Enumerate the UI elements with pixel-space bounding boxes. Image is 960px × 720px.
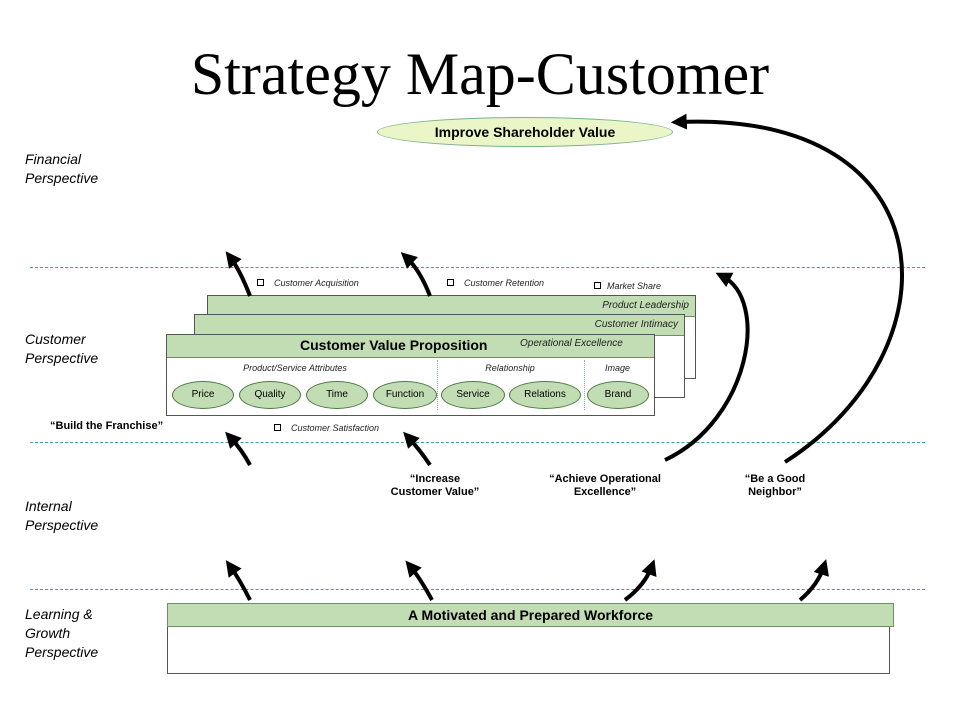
customer-perspective-line: Customer bbox=[25, 331, 86, 347]
measure-label: Customer Retention bbox=[464, 278, 545, 288]
attribute-relations: Relations bbox=[509, 381, 581, 409]
attribute-quality: Quality bbox=[239, 381, 301, 409]
arrow-learning-to-internal-4 bbox=[798, 559, 829, 602]
internal-perspective-line: Internal bbox=[25, 498, 72, 514]
arrow-learning-to-internal-3 bbox=[623, 559, 657, 602]
financial-perspective-line: Perspective bbox=[25, 170, 99, 186]
arrow-internal-to-customer-2 bbox=[403, 431, 432, 467]
group-divider bbox=[584, 360, 585, 410]
theme-line: “Increase bbox=[409, 473, 461, 485]
arrow-learning-to-internal-1 bbox=[225, 560, 252, 601]
product-service-attributes-heading: Product/Service Attributes bbox=[243, 363, 347, 373]
measure-customer-retention: Customer Retention bbox=[447, 278, 544, 288]
group-divider bbox=[437, 360, 438, 410]
attribute-function: Function bbox=[373, 381, 437, 409]
theme-line: Neighbor” bbox=[748, 486, 802, 498]
cvp-header bbox=[167, 335, 654, 358]
checkbox-icon bbox=[274, 424, 281, 432]
perspective-divider bbox=[30, 267, 925, 268]
measure-customer-satisfaction: Customer Satisfaction bbox=[274, 423, 379, 433]
relationship-heading: Relationship bbox=[485, 363, 535, 373]
theme-build-franchise: “Build the Franchise” bbox=[50, 420, 164, 432]
checkbox-icon bbox=[594, 282, 601, 290]
financial-perspective-line: Financial bbox=[25, 151, 82, 167]
learning-perspective-line: Growth bbox=[25, 625, 71, 641]
arrow-operational-excellence-to-customer bbox=[664, 272, 750, 462]
measure-label: Market Share bbox=[607, 281, 662, 291]
theme-line: “Be a Good bbox=[744, 473, 806, 485]
perspective-divider bbox=[30, 442, 925, 443]
page-title: Strategy Map-Customer bbox=[190, 41, 770, 107]
theme-increase-customer-value: “Increase Customer Value” bbox=[370, 473, 500, 499]
learning-perspective-label: Learning & Growth Perspective bbox=[25, 605, 155, 662]
financial-goal-oval: Improve Shareholder Value bbox=[377, 117, 673, 147]
arrow-good-neighbor-to-shareholder-value bbox=[670, 113, 904, 464]
attribute-time: Time bbox=[306, 381, 368, 409]
cvp-title: Customer Value Proposition bbox=[300, 337, 488, 353]
attribute-brand: Brand bbox=[587, 381, 649, 409]
theme-line: Customer Value” bbox=[390, 486, 480, 498]
learning-perspective-line: Perspective bbox=[25, 644, 99, 660]
customer-perspective-line: Perspective bbox=[25, 350, 99, 366]
measure-label: Customer Acquisition bbox=[274, 278, 359, 288]
arrow-internal-to-customer-1 bbox=[225, 431, 252, 466]
checkbox-icon bbox=[447, 279, 454, 287]
attribute-price: Price bbox=[172, 381, 234, 409]
internal-perspective-line: Perspective bbox=[25, 517, 99, 533]
checkbox-icon bbox=[257, 279, 264, 287]
financial-perspective-label: Financial Perspective bbox=[25, 150, 155, 188]
internal-perspective-label: Internal Perspective bbox=[25, 497, 155, 535]
theme-line: Excellence” bbox=[573, 486, 637, 498]
measure-market-share: Market Share bbox=[594, 281, 661, 291]
measure-customer-acquisition: Customer Acquisition bbox=[257, 278, 359, 288]
workforce-header: A Motivated and Prepared Workforce bbox=[167, 603, 894, 627]
arrow-customer-to-financial-1 bbox=[225, 251, 252, 297]
image-heading: Image bbox=[604, 363, 630, 373]
attribute-service: Service bbox=[441, 381, 505, 409]
theme-line: “Achieve Operational bbox=[549, 473, 661, 485]
perspective-divider bbox=[30, 589, 925, 590]
arrow-customer-to-financial-2 bbox=[400, 252, 432, 297]
theme-operational-excellence: “Achieve Operational Excellence” bbox=[530, 473, 680, 499]
learning-perspective-line: Learning & bbox=[25, 606, 93, 622]
theme-good-neighbor: “Be a Good Neighbor” bbox=[720, 473, 830, 499]
arrow-learning-to-internal-2 bbox=[405, 560, 434, 601]
measure-label: Customer Satisfaction bbox=[291, 423, 380, 433]
customer-perspective-label: Customer Perspective bbox=[25, 330, 155, 368]
operational-excellence-label: Operational Excellence bbox=[520, 338, 623, 349]
